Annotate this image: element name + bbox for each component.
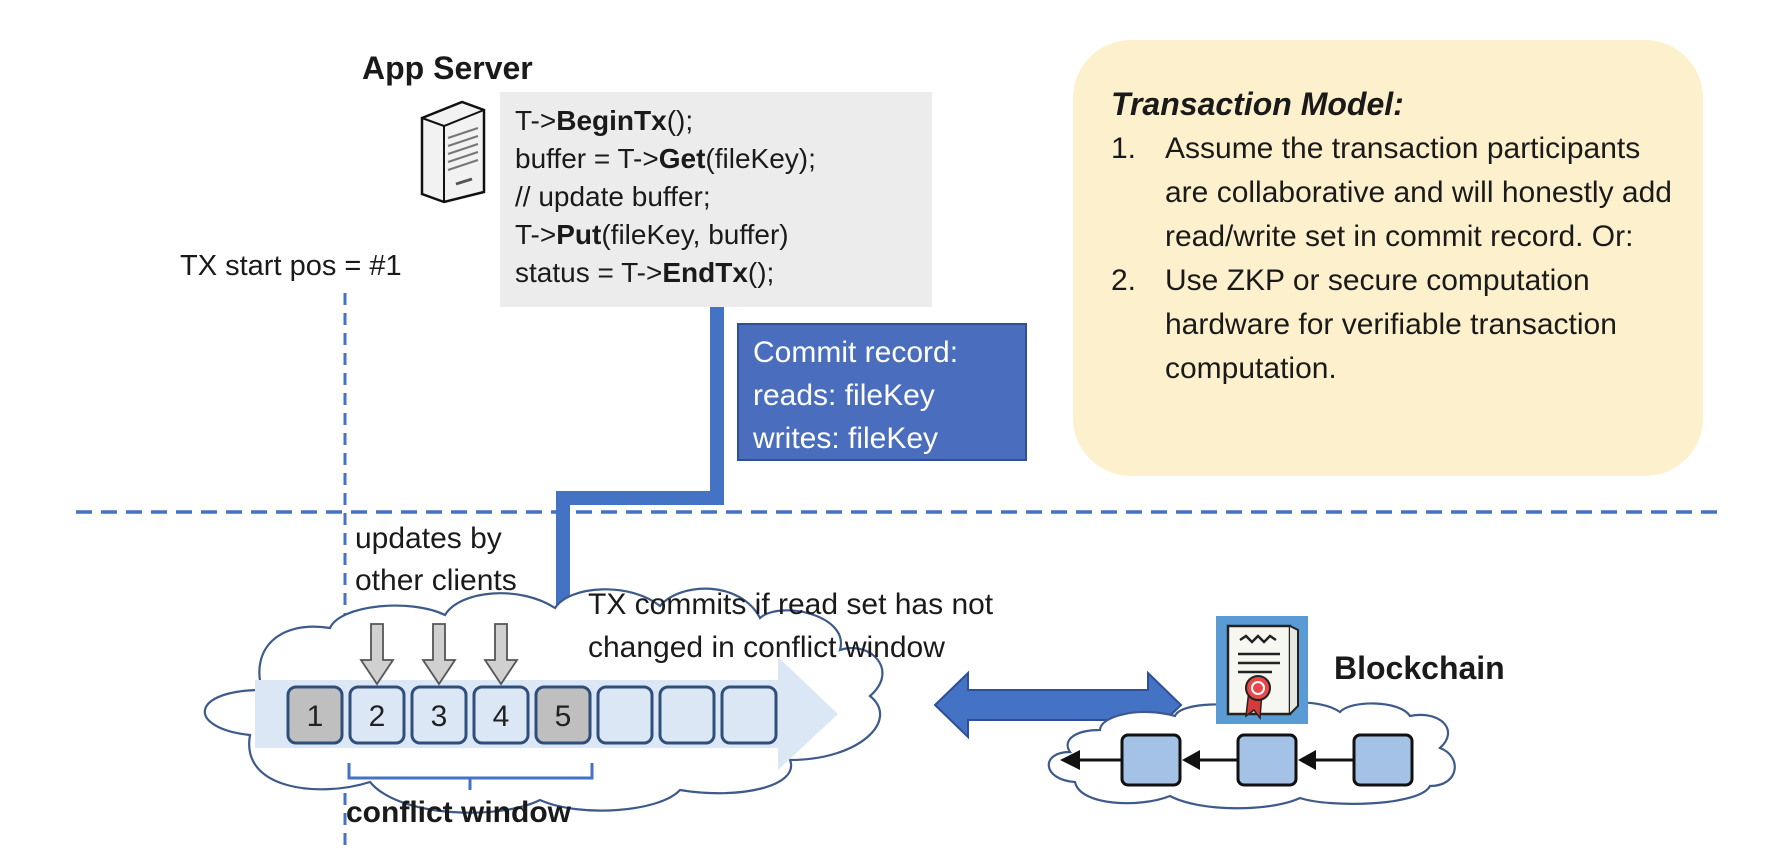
commit-record-line: writes: fileKey bbox=[753, 422, 939, 455]
log-cell: 4 bbox=[472, 685, 530, 745]
log-cell-label: 5 bbox=[555, 700, 572, 733]
blockchain-label: Blockchain bbox=[1334, 650, 1505, 686]
log-cell: 2 bbox=[348, 685, 406, 745]
commit-pipe bbox=[556, 307, 724, 652]
code-box: T->BeginTx(); buffer = T->Get(fileKey); … bbox=[500, 92, 932, 307]
log-cell: 5 bbox=[534, 685, 592, 745]
transaction-model-title: Transaction Model: bbox=[1111, 86, 1404, 122]
transaction-model-item: 2. Use ZKP or secure computation hardwar… bbox=[1111, 259, 1673, 391]
transaction-model-box: Transaction Model: 1. Assume the transac… bbox=[1073, 40, 1703, 476]
code-line: T->BeginTx(); bbox=[515, 105, 694, 136]
item-number: 1. bbox=[1111, 132, 1137, 165]
item-text: Use ZKP or secure computation hardware f… bbox=[1165, 264, 1617, 385]
update-arrow-cell-3 bbox=[421, 623, 457, 686]
code-line: status = T->EndTx(); bbox=[515, 257, 775, 288]
conflict-window-label: conflict window bbox=[346, 796, 571, 829]
log-cell-label: 3 bbox=[431, 700, 448, 733]
conflict-window-bracket bbox=[347, 763, 594, 790]
update-arrow-cell-2 bbox=[359, 623, 395, 686]
code-line: buffer = T->Get(fileKey); bbox=[515, 143, 816, 174]
log-cell: 1 bbox=[286, 685, 344, 745]
chain bbox=[1060, 733, 1414, 787]
log-cell-label: 2 bbox=[369, 700, 386, 733]
item-text: Assume the transaction participants are … bbox=[1165, 132, 1672, 253]
log-cell-label: 4 bbox=[493, 700, 510, 733]
update-arrows bbox=[359, 623, 519, 686]
chain-block bbox=[1120, 733, 1182, 787]
log-cell bbox=[658, 685, 716, 745]
code-line: T->Put(fileKey, buffer) bbox=[515, 219, 789, 250]
tx-commits-label-line: changed in conflict window bbox=[588, 631, 945, 664]
updates-label: updates by other clients bbox=[355, 518, 517, 602]
log-cell: 3 bbox=[410, 685, 468, 745]
transaction-model-item: 1. Assume the transaction participants a… bbox=[1111, 127, 1673, 259]
update-arrow-cell-4 bbox=[483, 623, 519, 686]
tx-start-label: TX start pos = #1 bbox=[180, 250, 402, 282]
commit-record-line: reads: fileKey bbox=[753, 379, 935, 412]
server-icon bbox=[420, 100, 486, 204]
commit-record-line: Commit record: bbox=[753, 336, 959, 369]
tx-commits-label-line: TX commits if read set has not bbox=[588, 588, 994, 621]
log-cell bbox=[720, 685, 778, 745]
log-cell bbox=[596, 685, 654, 745]
app-server-title: App Server bbox=[362, 50, 533, 86]
updates-label-line: updates by bbox=[355, 522, 502, 555]
chain-block bbox=[1236, 733, 1298, 787]
chain-block bbox=[1352, 733, 1414, 787]
commit-record-box: Commit record: reads: fileKey writes: fi… bbox=[737, 323, 1027, 461]
log-cell-label: 1 bbox=[307, 700, 324, 733]
item-number: 2. bbox=[1111, 264, 1137, 297]
code-line: // update buffer; bbox=[515, 181, 711, 212]
tx-commits-label: TX commits if read set has not changed i… bbox=[588, 583, 993, 669]
updates-label-line: other clients bbox=[355, 564, 517, 597]
sync-double-arrow bbox=[933, 670, 1183, 740]
certificate-icon bbox=[1216, 616, 1308, 724]
